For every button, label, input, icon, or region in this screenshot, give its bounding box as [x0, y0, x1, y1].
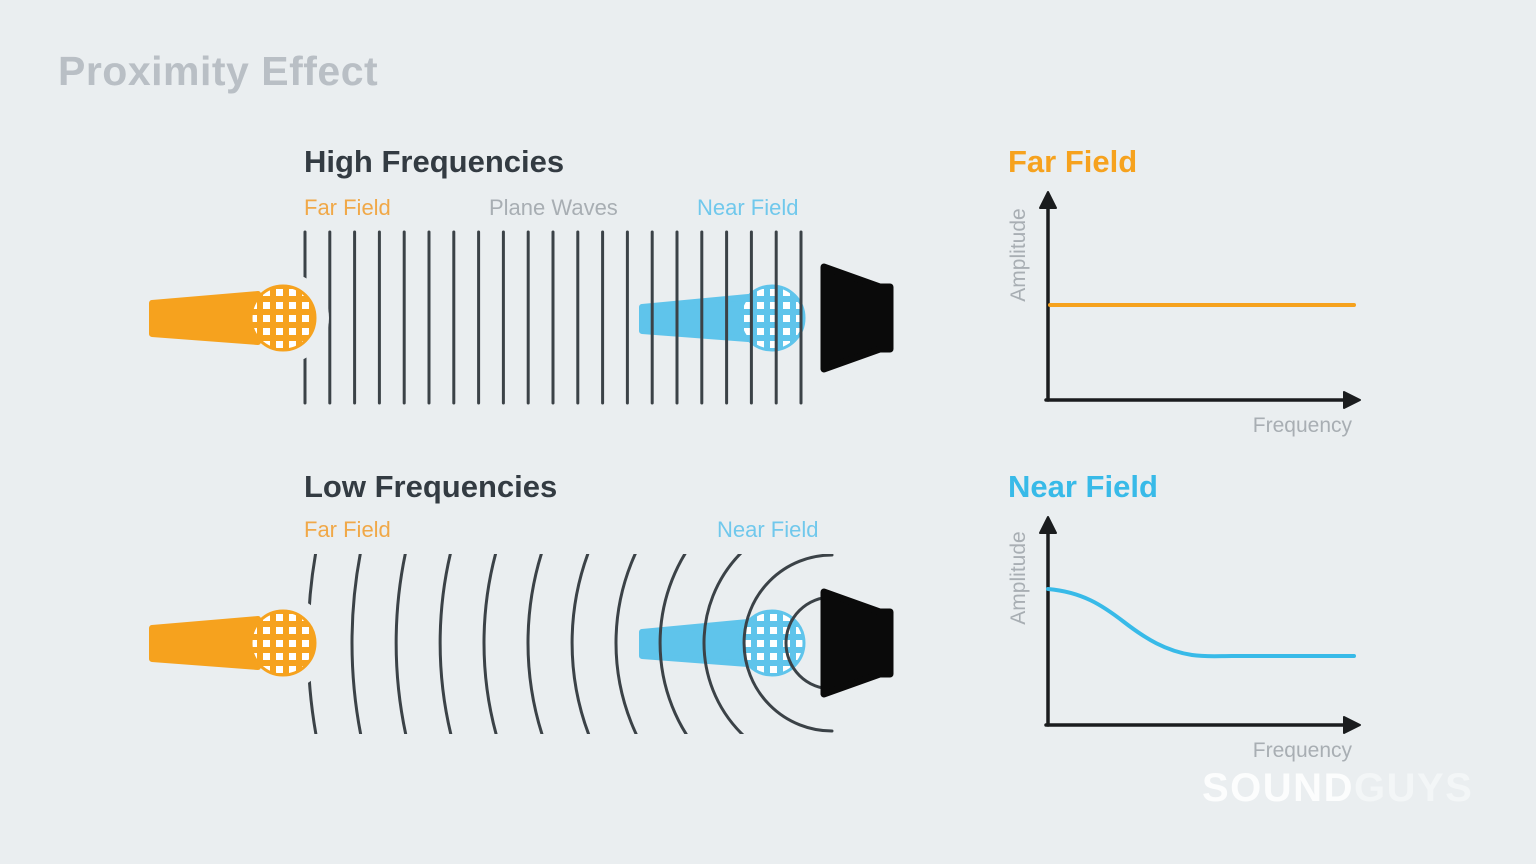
logo-text-bold: SOUND: [1202, 766, 1354, 810]
loudspeaker-icon: [820, 588, 894, 698]
far-field-microphone-icon: [149, 596, 330, 690]
amplitude-axis-label: Amplitude: [1007, 208, 1030, 302]
amplitude-axis-label: Amplitude: [1007, 531, 1030, 625]
x-axis-arrow-icon: [1343, 716, 1361, 734]
frequency-axis-label: Frequency: [1252, 414, 1352, 437]
loudspeaker-icon: [820, 263, 894, 373]
y-axis-arrow-icon: [1039, 516, 1057, 534]
spherical-wavefront: [658, 554, 688, 734]
spherical-wavefront: [570, 554, 591, 734]
spherical-wavefront: [614, 554, 638, 734]
near-field-microphone-icon: [639, 609, 806, 677]
page-title: Proximity Effect: [58, 48, 379, 94]
bass-boost-response-curve: [1046, 587, 1356, 659]
spherical-wavefront: [784, 595, 834, 691]
far-field-label: Far Field: [304, 195, 391, 220]
far-field-chart-title: Far Field: [1008, 144, 1138, 179]
x-axis-arrow-icon: [1343, 391, 1361, 409]
spherical-wavefront: [526, 554, 544, 734]
near-field-label: Near Field: [697, 195, 799, 220]
far-field-microphone-icon: [149, 272, 329, 364]
near-field-chart: [1039, 516, 1361, 734]
spherical-wavefront: [350, 554, 363, 734]
near-field-chart-title: Near Field: [1008, 469, 1158, 504]
spherical-wavefront: [742, 554, 834, 733]
spherical-wavefront: [438, 554, 453, 734]
far-field-chart: [1039, 191, 1361, 409]
plane-waves-label: Plane Waves: [489, 195, 618, 220]
spherical-wavefront: [702, 554, 745, 734]
plane-wave-lines: [303, 230, 803, 405]
near-field-microphone-icon: [639, 284, 806, 352]
low-frequencies-title: Low Frequencies: [304, 469, 558, 504]
y-axis-arrow-icon: [1039, 191, 1057, 209]
frequency-axis-label: Frequency: [1252, 739, 1352, 762]
spherical-wavefront: [482, 554, 498, 734]
far-field-label: Far Field: [304, 517, 391, 542]
logo-text-light: GUYS: [1353, 766, 1474, 810]
soundguys-logo: SOUNDGUYS: [1202, 766, 1473, 811]
high-frequencies-title: High Frequencies: [304, 144, 565, 179]
near-field-label: Near Field: [717, 517, 819, 542]
spherical-wavefront: [394, 554, 408, 734]
spherical-wave-arcs: [306, 554, 834, 734]
